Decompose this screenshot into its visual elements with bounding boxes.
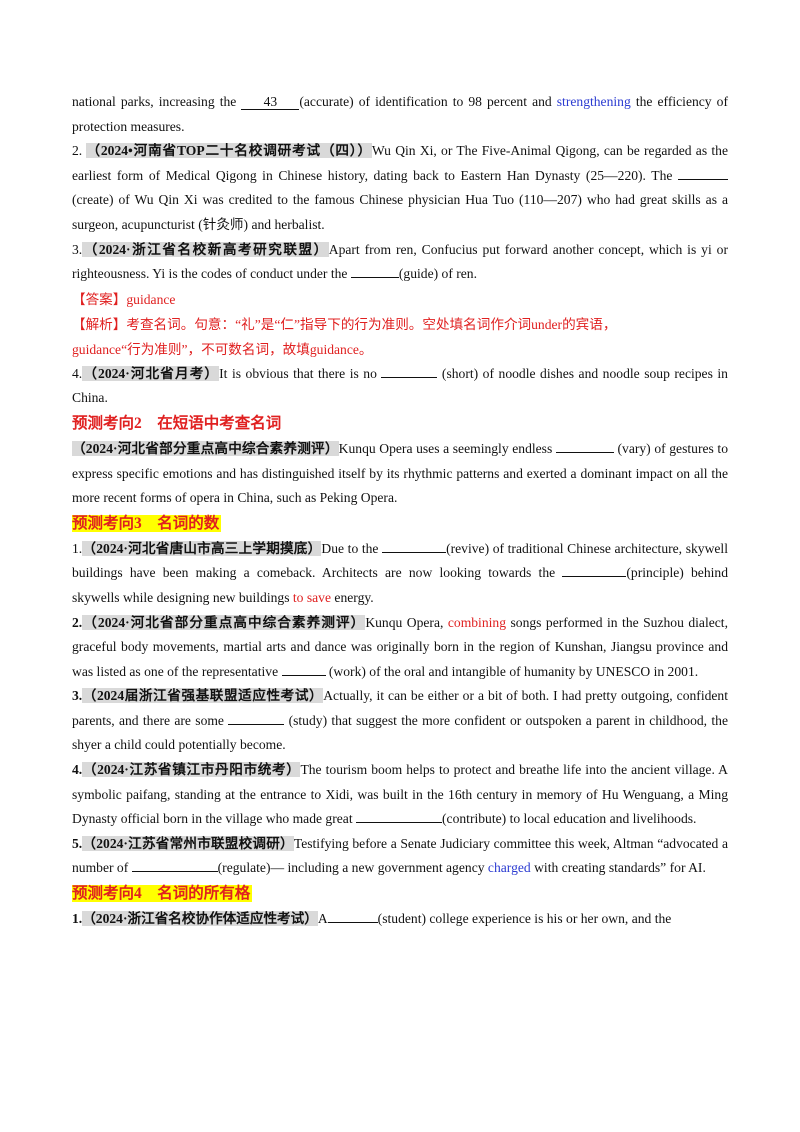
question-number: 2. <box>72 614 83 630</box>
section-3-question-1: 1.（2024·河北省唐山市高三上学期摸底）Due to the (revive… <box>72 537 728 611</box>
text: Testifying before a Senate Judiciary com… <box>72 835 728 876</box>
question-source: （2024·河北省部分重点高中综合素养测评） <box>72 440 339 456</box>
section-heading-4: 预测考向4 名词的所有格 <box>72 881 728 907</box>
text: (create) of Wu Qin Xi was credited to th… <box>72 192 728 232</box>
question-number: 3. <box>72 241 83 257</box>
answer-blank[interactable] <box>562 561 627 578</box>
answer-line: 【答案】guidance <box>72 291 176 307</box>
text: (student) college experience is his or h… <box>377 911 672 927</box>
question-source: （2024届浙江省强基联盟适应性考试） <box>82 688 324 704</box>
text: with creating standards” for AI. <box>530 860 706 876</box>
question-1-tail: national parks, increasing the 43(accura… <box>72 90 728 139</box>
section-title: 预测考向3 名词的数 <box>72 514 222 532</box>
section-3-question-4: 4.（2024·江苏省镇江市丹阳市统考）The tourism boom hel… <box>72 758 728 832</box>
text: Kunqu Opera, <box>365 614 448 630</box>
answer-blank[interactable] <box>555 437 614 453</box>
question-number: 1. <box>72 540 83 556</box>
answer-blank[interactable] <box>350 262 399 279</box>
question-source: （2024·江苏省常州市联盟校调研） <box>82 835 294 851</box>
text: (work) of the oral and intangible of hum… <box>325 663 699 679</box>
question-source: （2024•河南省TOP二十名校调研考试（四）） <box>86 143 372 159</box>
question-2: 2. （2024•河南省TOP二十名校调研考试（四））Wu Qin Xi, or… <box>72 139 728 237</box>
answer-blank[interactable] <box>381 362 438 378</box>
answer-blank[interactable] <box>382 537 447 553</box>
section-4-question-1: 1.（2024·浙江省名校协作体适应性考试）A (student) college… <box>72 907 728 932</box>
section-heading-3: 预测考向3 名词的数 <box>72 511 728 537</box>
analysis-line-1: 【解析】考查名词。句意：“礼”是“仁”指导下的行为准则。空处填名词作介词unde… <box>72 316 617 332</box>
text: Apart from ren, Confucius put forward an… <box>72 241 728 282</box>
section-3-question-5: 5.（2024·江苏省常州市联盟校调研）Testifying before a … <box>72 832 728 881</box>
question-number: 1. <box>72 911 83 927</box>
text: the efficiency of protection measures. <box>72 94 728 134</box>
document-page: national parks, increasing the 43(accura… <box>72 90 728 932</box>
question-3: 3.（2024·浙江省名校新高考研究联盟）Apart from ren, Con… <box>72 238 728 287</box>
answer-blank[interactable] <box>131 856 218 873</box>
highlighted-word: combining <box>447 614 507 630</box>
question-source: （2024·江苏省镇江市丹阳市统考） <box>82 762 301 778</box>
question-4: 4.（2024·河北省月考）It is obvious that there i… <box>72 362 728 411</box>
section-title: 预测考向4 名词的所有格 <box>72 885 253 903</box>
text: national parks, increasing the <box>72 94 242 109</box>
analysis-line-2: guidance“行为准则”，不可数名词，故填guidance。 <box>72 341 373 357</box>
question-source: （2024·河北省月考） <box>82 365 220 381</box>
section-3-question-3: 3.（2024届浙江省强基联盟适应性考试）Actually, it can be… <box>72 684 728 758</box>
answer-blank[interactable] <box>228 709 285 725</box>
answer-blank[interactable] <box>678 164 728 180</box>
answer-blank[interactable] <box>327 907 378 924</box>
highlighted-word: strengthening <box>556 94 631 109</box>
text: (guide) of ren. <box>398 266 478 282</box>
text: energy. <box>331 589 374 605</box>
section-2-question: （2024·河北省部分重点高中综合素养测评）Kunqu Opera uses a… <box>72 437 728 511</box>
text: A <box>317 911 328 927</box>
text: The tourism boom helps to protect and br… <box>72 762 728 827</box>
highlighted-word: to save <box>292 589 332 605</box>
text: (short) of noodle dishes and noodle soup… <box>72 365 728 406</box>
text: Due to the <box>321 540 383 556</box>
answer-blank[interactable]: 43 <box>241 94 300 110</box>
question-source: （2024·浙江省名校协作体适应性考试） <box>82 911 318 927</box>
text: Wu Qin Xi, or The Five-Animal Qigong, ca… <box>72 143 728 183</box>
text: (accurate) of identification to 98 perce… <box>299 94 557 109</box>
question-source: （2024·浙江省名校新高考研究联盟） <box>82 241 329 257</box>
question-number: 4. <box>72 365 83 381</box>
section-3-question-2: 2.（2024·河北省部分重点高中综合素养测评）Kunqu Opera, com… <box>72 611 728 685</box>
text: songs performed in the Suzhou dialect, g… <box>72 614 728 679</box>
question-number: 4. <box>72 762 83 778</box>
section-heading-2: 预测考向2 在短语中考查名词 <box>72 414 282 432</box>
question-number: 2. <box>72 143 87 159</box>
text: (principle) behind skywells while design… <box>72 565 729 605</box>
text: Actually, it can be either or a bit of b… <box>72 688 729 728</box>
text: It is obvious that there is no <box>219 365 382 381</box>
answer-blank[interactable] <box>281 660 326 676</box>
question-number: 5. <box>72 835 83 851</box>
highlighted-word: charged <box>487 860 531 876</box>
text: (contribute) to local education and live… <box>442 811 697 827</box>
question-number: 3. <box>72 688 83 704</box>
text: (study) that suggest the more confident … <box>72 712 728 753</box>
text: (regulate)— including a new government a… <box>217 860 488 876</box>
answer-blank[interactable] <box>356 807 443 824</box>
question-source: （2024·河北省部分重点高中综合素养测评） <box>82 614 366 630</box>
text: (vary) of gestures to express specific e… <box>72 440 728 506</box>
text: Kunqu Opera uses a seemingly endless <box>338 440 556 456</box>
question-source: （2024·河北省唐山市高三上学期摸底） <box>82 540 322 556</box>
text: (revive) of traditional Chinese architec… <box>72 540 728 581</box>
